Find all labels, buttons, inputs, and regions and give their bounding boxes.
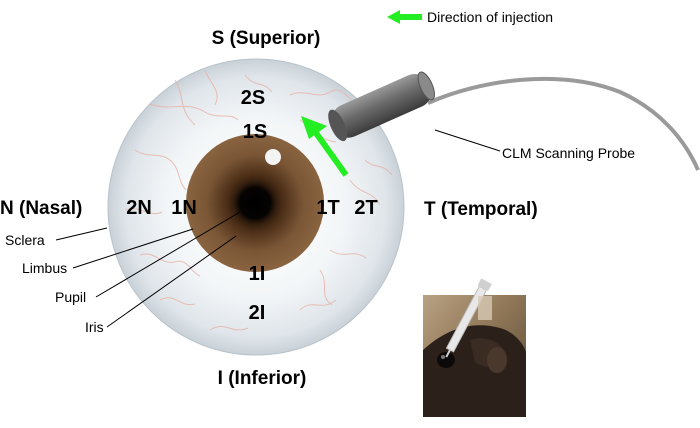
clm-probe: CLM Scanning Probe [328, 71, 700, 171]
marker-1i: 1I [249, 263, 266, 285]
marker-1t: 1T [316, 197, 339, 219]
marker-2t: 2T [354, 197, 377, 219]
legend: Direction of injection [387, 9, 553, 25]
corneal-reflection [265, 149, 281, 165]
marker-2s: 2S [241, 87, 265, 109]
probe-end [417, 71, 435, 101]
legend-label: Direction of injection [427, 9, 553, 25]
probe-tip [328, 109, 348, 142]
probe-leader-line [434, 129, 501, 152]
pupil-label: Pupil [55, 289, 86, 305]
marker-2i: 2I [249, 302, 266, 324]
sclera-label: Sclera [5, 232, 45, 248]
iris-label: Iris [85, 319, 104, 335]
marker-2n: 2N [126, 197, 152, 219]
injection-arrow-head-icon [301, 116, 327, 139]
probe-label: CLM Scanning Probe [502, 145, 635, 161]
probe-cable [427, 76, 700, 171]
marker-1n: 1N [171, 197, 197, 219]
pupil [233, 181, 277, 225]
structure-labels: Sclera Limbus Pupil Iris [5, 211, 241, 335]
mouse-injection-photo [423, 278, 526, 417]
limbus-label: Limbus [22, 260, 67, 276]
blood-vessels [124, 69, 393, 331]
probe-body [331, 73, 432, 138]
superior-label: S (Superior) [212, 28, 321, 49]
nasal-label: N (Nasal) [0, 198, 82, 219]
temporal-label: T (Temporal) [424, 199, 538, 220]
inferior-label: I (Inferior) [218, 368, 307, 389]
marker-1s: 1S [243, 121, 267, 143]
injection-arrow [301, 116, 349, 177]
legend-arrow-icon [387, 10, 422, 24]
eyeball [107, 58, 405, 356]
